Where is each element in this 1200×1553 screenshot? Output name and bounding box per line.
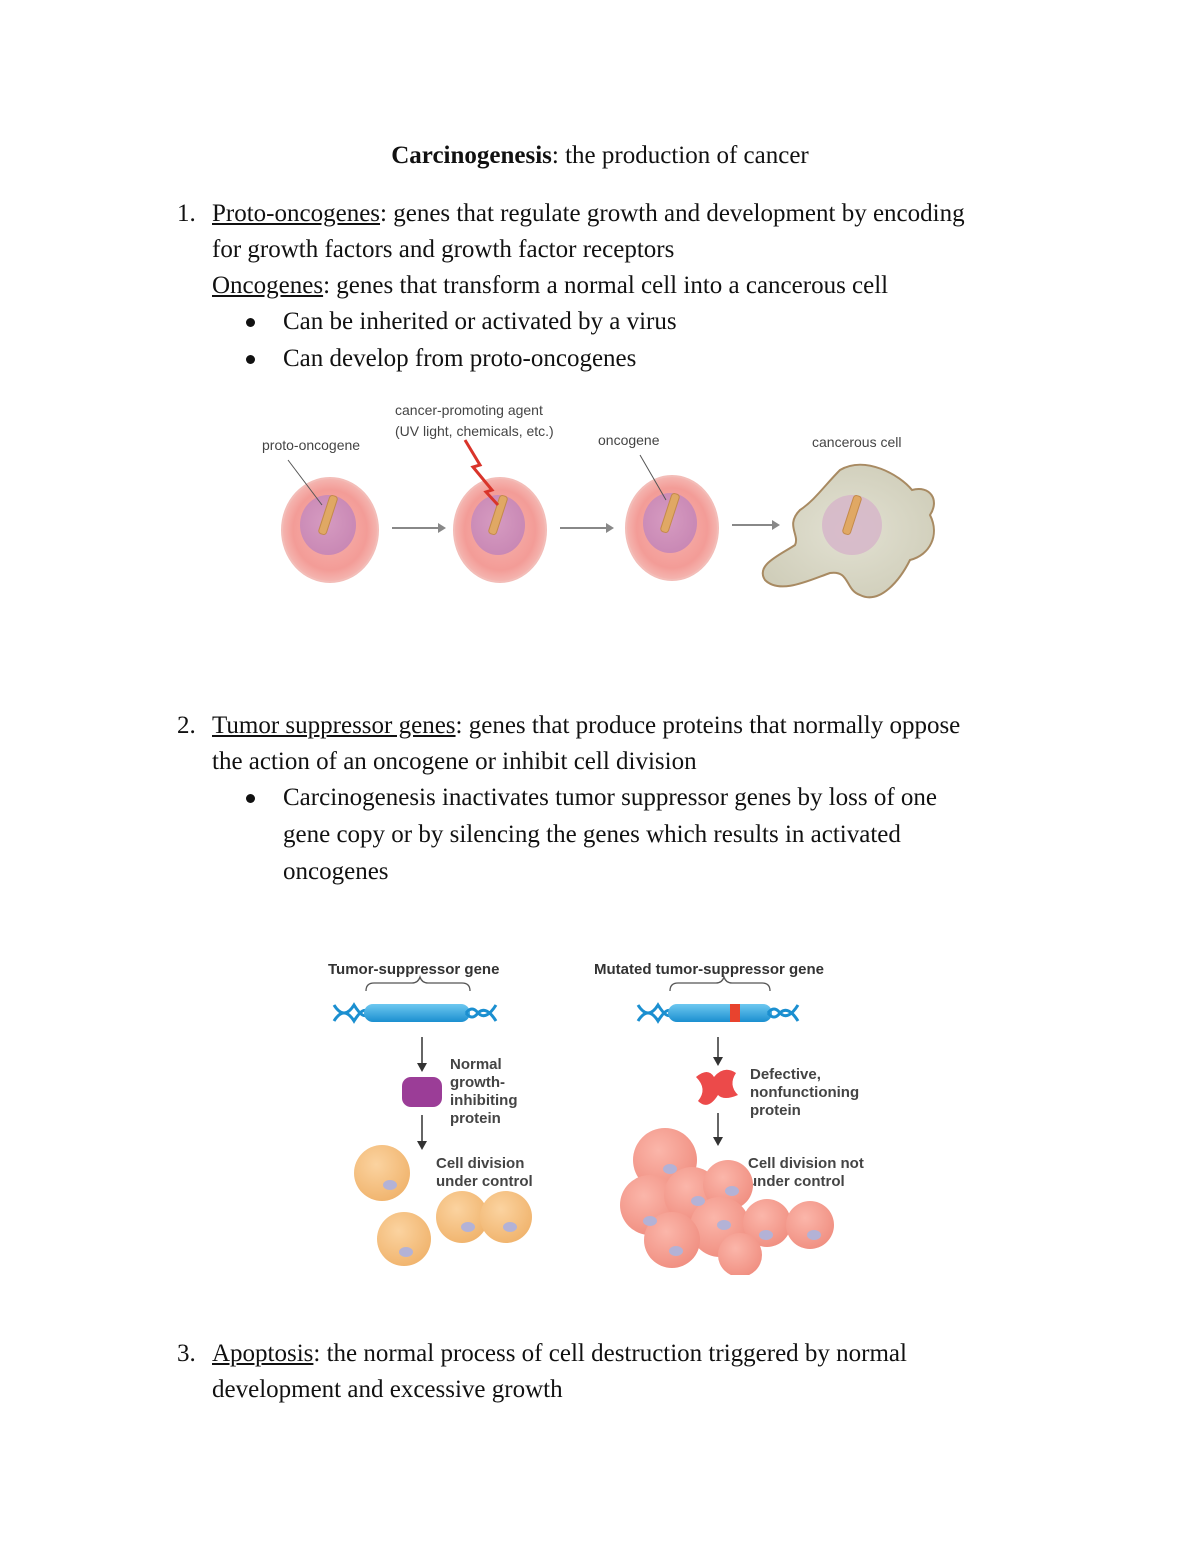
label-agent-2: (UV light, chemicals, etc.) — [395, 423, 554, 439]
bullet-dot — [246, 318, 255, 327]
tumor-suppressor-def-2: the action of an oncogene or inhibit cel… — [212, 748, 697, 775]
uncontrolled-division-label-1: Cell division not — [748, 1155, 864, 1172]
section-1-number: 1. — [177, 200, 196, 227]
defective-protein-label-3: protein — [750, 1102, 801, 1119]
controlled-cells — [354, 1145, 532, 1266]
controlled-division-label-1: Cell division — [436, 1155, 524, 1172]
mutated-gene-dna — [636, 1002, 800, 1024]
section-3-number: 3. — [177, 1340, 196, 1367]
cancerous-cell — [761, 463, 935, 599]
label-oncogene: oncogene — [598, 432, 660, 448]
uncontrolled-cells — [620, 1128, 834, 1275]
apoptosis-term: Apoptosis — [212, 1340, 314, 1367]
proto-oncogenes-term: Proto-oncogenes — [212, 200, 381, 227]
label-agent-1: cancer-promoting agent — [395, 402, 543, 418]
label-proto-oncogene: proto-oncogene — [262, 437, 360, 453]
normal-protein-label-1: Normal — [450, 1056, 502, 1073]
right-figure-title: Mutated tumor-suppressor gene — [594, 961, 824, 978]
oncogene-cell — [625, 454, 719, 581]
section-1-line-1: Proto-oncogenes: genes that regulate gro… — [212, 200, 965, 228]
section-2-number: 2. — [177, 712, 196, 739]
mutation-mark — [730, 1004, 740, 1022]
controlled-division-label-2: under control — [436, 1173, 533, 1190]
normal-protein-shape — [402, 1077, 442, 1107]
proto-oncogenes-def-1: : genes that regulate growth and develop… — [380, 200, 965, 227]
bullet-dot — [246, 794, 255, 803]
apoptosis-def-1: : the normal process of cell destruction… — [313, 1340, 907, 1367]
brace — [669, 974, 771, 992]
normal-protein-label-2: growth- — [450, 1074, 505, 1091]
bullet-dot — [246, 355, 255, 364]
brace — [365, 974, 471, 992]
label-cancerous-cell: cancerous cell — [812, 434, 902, 450]
section-2-line-1: Tumor suppressor genes: genes that produ… — [212, 712, 960, 740]
section-1-bullet-2: Can develop from proto-oncogenes — [283, 345, 637, 372]
left-figure-title: Tumor-suppressor gene — [328, 961, 499, 978]
title-definition: : the production of cancer — [551, 142, 809, 169]
section-2-bullet-line-3: oncogenes — [283, 858, 389, 885]
normal-protein-label-4: protein — [450, 1110, 501, 1127]
agent-exposed-cell — [453, 439, 547, 583]
normal-protein-label-3: inhibiting — [450, 1092, 517, 1109]
proto-oncogenes-def-2: for growth factors and growth factor rec… — [212, 236, 675, 263]
oncogenes-def: : genes that transform a normal cell int… — [323, 272, 889, 299]
tumor-suppressor-term: Tumor suppressor genes — [212, 712, 456, 739]
section-1-line-3: Oncogenes: genes that transform a normal… — [212, 272, 888, 300]
title-term: Carcinogenesis — [391, 142, 552, 169]
section-2-bullet-line-1: Carcinogenesis inactivates tumor suppres… — [283, 784, 938, 811]
section-3-line-1: Apoptosis: the normal process of cell de… — [212, 1340, 907, 1368]
proto-oncogene-cell — [281, 459, 379, 583]
defective-protein-label-1: Defective, — [750, 1066, 821, 1083]
oncogenes-term: Oncogenes — [212, 272, 324, 299]
tumor-suppressor-def-1: : genes that produce proteins that norma… — [455, 712, 961, 739]
section-2-bullet-line-2: gene copy or by silencing the genes whic… — [283, 821, 901, 848]
defective-protein-label-2: nonfunctioning — [750, 1084, 859, 1101]
defective-protein-shape — [696, 1069, 738, 1105]
uncontrolled-division-label-2: under control — [748, 1173, 845, 1190]
apoptosis-def-2: development and excessive growth — [212, 1376, 563, 1403]
page-title: Carcinogenesis: the production of cancer — [0, 142, 1200, 170]
tumor-suppressor-figure: Tumor-suppressor gene Mutated tumor-supp… — [328, 961, 864, 1275]
section-1-bullet-1: Can be inherited or activated by a virus — [283, 308, 677, 335]
oncogene-progression-figure: proto-oncogene cancer-promoting agent (U… — [262, 402, 935, 599]
normal-gene-dna — [332, 1002, 498, 1024]
